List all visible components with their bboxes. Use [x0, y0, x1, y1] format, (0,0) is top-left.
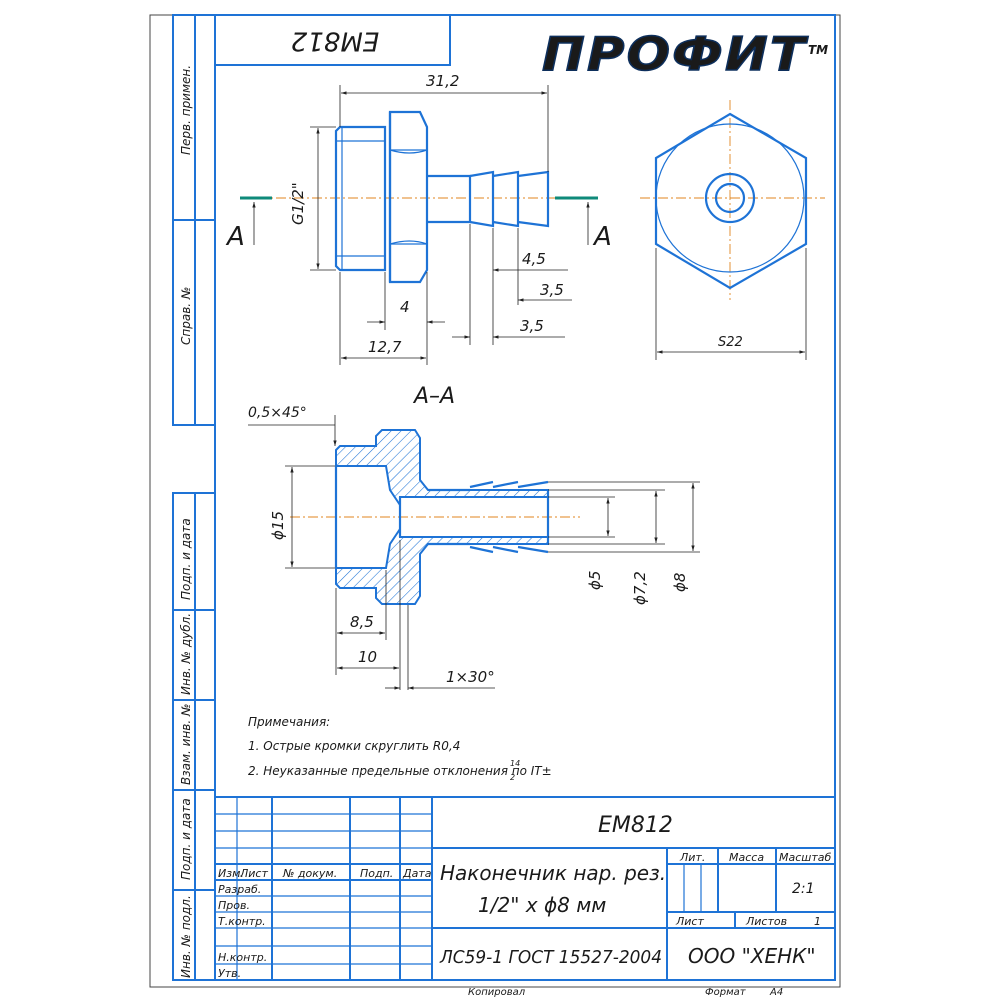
tb-role-utv: Утв. [218, 967, 241, 980]
dim-hex: S22 [718, 335, 743, 350]
hex-end-view: S22 [640, 100, 825, 360]
tb-role-razrab: Разраб. [218, 883, 261, 896]
tb-header-list: Лист [239, 867, 268, 880]
tb-masshtab: Масштаб [779, 851, 831, 864]
mirrored-code-box [214, 14, 451, 66]
sheet-border [149, 14, 841, 988]
tb-header-doc: № докум. [282, 867, 337, 880]
tb-role-prov: Пров. [218, 899, 250, 912]
tb-header-izm: Изм. [218, 867, 244, 880]
tb-role-tkontr: Т.контр. [218, 915, 266, 928]
dim-4: 4 [400, 298, 410, 316]
section-view: A–A 0,5×45° ϕ15 ϕ5 ϕ7,2 ϕ8 [248, 384, 700, 690]
tb-format-label: Формат [705, 987, 747, 998]
cut-label-right: A [592, 222, 612, 252]
tb-name-line2: 1/2" х ϕ8 мм [478, 893, 606, 917]
dim-chamfer: 0,5×45° [248, 405, 307, 421]
dim-d8: ϕ8 [671, 573, 689, 592]
side-label-sprav: Справ. № [179, 287, 193, 345]
tb-company: ООО "ХЕНК" [688, 944, 816, 968]
dim-d15: ϕ15 [269, 511, 287, 540]
tb-listov-value: 1 [814, 915, 821, 928]
dim-3-5-lower: 3,5 [520, 317, 544, 335]
tb-name-line1: Наконечник нар. рез. [440, 861, 666, 885]
cut-label-left: A [225, 222, 245, 252]
side-label-podp2: Подп. и дата [179, 798, 193, 880]
side-label-vzam: Взам. инв. № [179, 704, 193, 785]
notes-title: Примечания: [248, 715, 330, 729]
tb-lit: Лит. [679, 851, 705, 864]
note-2-frac-bottom: 2 [510, 773, 515, 782]
tb-kopiroval: Копировал [468, 987, 526, 998]
tb-header-podp: Подп. [360, 867, 393, 880]
section-title: A–A [412, 384, 455, 409]
dim-d5: ϕ5 [586, 571, 604, 590]
tb-material: ЛС59-1 ГОСТ 15527-2004 [439, 947, 662, 968]
side-label-podp1: Подп. и дата [179, 518, 193, 600]
side-label-inv-dubl: Инв. № дубл. [179, 613, 193, 695]
dim-8-5: 8,5 [350, 613, 374, 631]
notes: Примечания: 1. Острые кромки скруглить R… [248, 715, 552, 782]
dim-chamfer-30: 1×30° [446, 668, 495, 686]
dim-d7-2: ϕ7,2 [631, 571, 649, 605]
logo-text: ПРОФИТ [542, 27, 809, 81]
mirrored-code: EM812 [291, 26, 380, 56]
tb-format-value: А4 [769, 987, 783, 998]
dim-thread: G1/2" [289, 182, 307, 225]
title-block: Изм. Лист № докум. Подп. Дата Разраб. Пр… [215, 796, 835, 998]
tb-massa: Масса [729, 851, 764, 864]
note-2: 2. Неуказанные предельные отклонения по … [248, 764, 552, 778]
tb-list-label: Лист [675, 915, 704, 928]
logo-tm: TM [808, 43, 828, 57]
dim-12-7: 12,7 [368, 338, 402, 356]
dim-4-5: 4,5 [522, 250, 546, 268]
tb-listov-label: Листов [745, 915, 787, 928]
front-view: A A 31,2 G1/2" 4,5 3,5 4 3,5 1 [225, 72, 612, 365]
profit-logo: ПРОФИТ TM [541, 26, 828, 82]
tb-header-data: Дата [402, 867, 432, 880]
tb-code: EM812 [598, 813, 673, 838]
side-label-perv: Перв. примен. [179, 65, 193, 155]
note-1: 1. Острые кромки скруглить R0,4 [248, 739, 460, 753]
note-2-frac-top: 14 [510, 759, 520, 768]
tb-scale: 2:1 [792, 881, 815, 897]
dim-3-5-upper: 3,5 [540, 281, 564, 299]
dim-overall: 31,2 [426, 72, 459, 90]
tb-role-nkontr: Н.контр. [218, 951, 267, 964]
dim-10: 10 [358, 648, 377, 666]
side-strip: Перв. примен. Справ. № Подп. и дата Инв.… [172, 14, 216, 981]
side-label-inv-podl: Инв. № подл. [179, 895, 193, 978]
